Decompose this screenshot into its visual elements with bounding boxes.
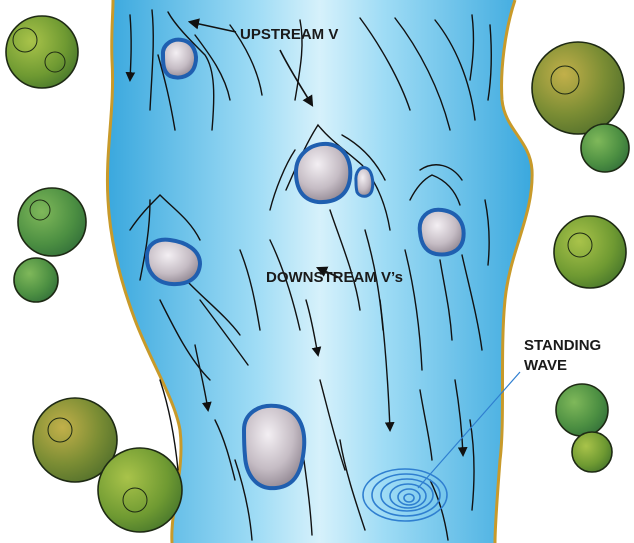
rock-upstream-small	[163, 40, 196, 78]
rock-left	[147, 240, 200, 284]
bush-left-mid	[14, 188, 86, 302]
label-downstream-vs: DOWNSTREAM V’s	[266, 269, 403, 286]
rock-right	[420, 210, 464, 255]
rock-center-large	[296, 144, 350, 202]
label-standing-wave-2: WAVE	[524, 357, 567, 374]
rock-center-tiny	[356, 168, 373, 197]
bush-bottom-left	[33, 398, 182, 532]
bush-bottom-right	[556, 384, 612, 472]
bush-top-left	[6, 16, 78, 88]
label-standing-wave-1: STANDING	[524, 337, 601, 354]
bush-right-mid	[554, 216, 626, 288]
label-upstream-v: UPSTREAM V	[240, 26, 338, 43]
rock-bottom	[244, 406, 304, 488]
bush-top-right	[532, 42, 629, 172]
